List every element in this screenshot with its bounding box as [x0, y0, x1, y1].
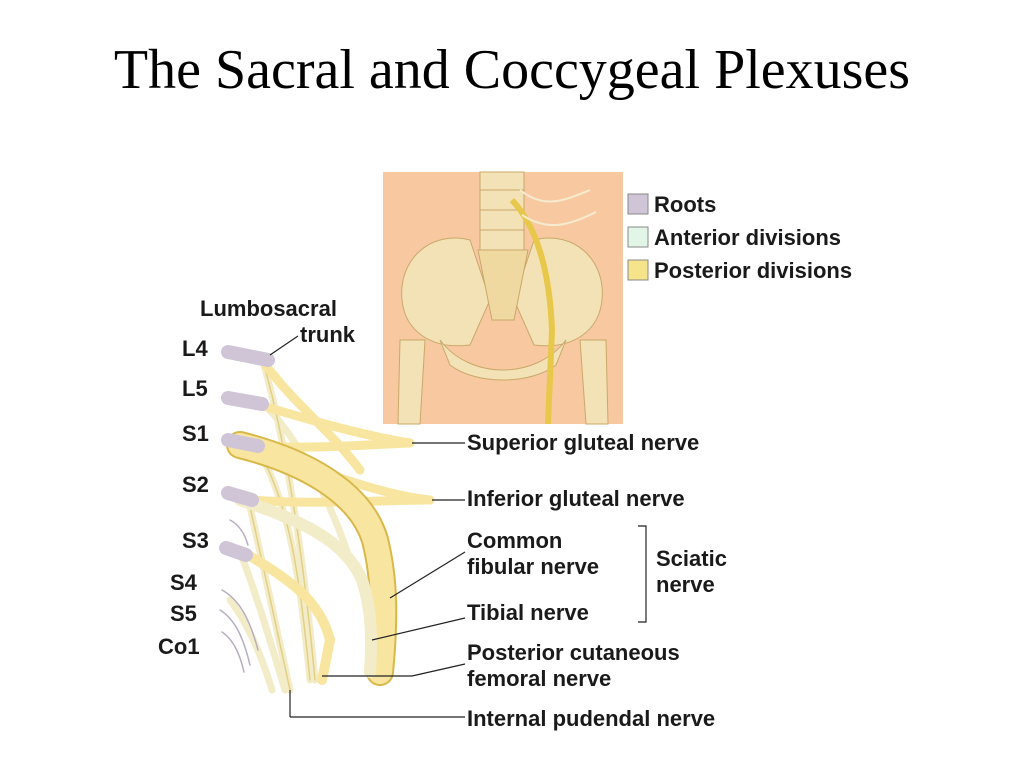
- pubic-arch: [439, 339, 567, 381]
- pelvis-illustration: [383, 171, 623, 425]
- root-label-l5: L5: [182, 376, 208, 401]
- legend-label-anterior: Anterior divisions: [654, 225, 841, 250]
- internal-pudendal-nerve-label: Internal pudendal nerve: [467, 706, 715, 731]
- legend-swatch-roots: [627, 193, 649, 215]
- root-label-l4: L4: [182, 336, 208, 361]
- pelvic-nerve: [509, 197, 556, 425]
- common-fibular-nerve-label-line1: Common: [467, 528, 562, 553]
- small-root-strands: [219, 519, 259, 673]
- root-label-s3: S3: [182, 528, 209, 553]
- superior-gluteal-nerve-label: Superior gluteal nerve: [467, 430, 699, 455]
- tibial-nerve-label: Tibial nerve: [467, 600, 589, 625]
- sciatic-trunk: [228, 433, 396, 684]
- legend-swatch-posterior: [627, 259, 649, 281]
- sciatic-nerve-label-line1: Sciatic: [656, 546, 727, 571]
- sacrum: [477, 249, 529, 321]
- lumbosacral-trunk-label-line1: Lumbosacral: [200, 296, 337, 321]
- sciatic-nerve-label-line2: nerve: [656, 572, 715, 597]
- left-iliac-wing: [401, 237, 491, 347]
- right-femur: [579, 339, 609, 425]
- posterior-cutaneous-femoral-nerve-label-line1: Posterior cutaneous: [467, 640, 680, 665]
- leader-lines: [269, 335, 647, 718]
- left-femur: [397, 339, 426, 425]
- root-segments: [219, 345, 275, 562]
- root-label-co1: Co1: [158, 634, 200, 659]
- common-fibular-nerve-label-line2: fibular nerve: [467, 554, 599, 579]
- page-title: The Sacral and Coccygeal Plexuses: [113, 39, 911, 101]
- root-label-s4: S4: [170, 570, 198, 595]
- vertebral-column: [479, 171, 525, 253]
- root-label-s5: S5: [170, 601, 197, 626]
- sciatic-bracket: [638, 525, 647, 623]
- legend-label-posterior: Posterior divisions: [654, 258, 852, 283]
- inferior-gluteal-nerve-label: Inferior gluteal nerve: [467, 486, 685, 511]
- root-label-s2: S2: [182, 472, 209, 497]
- posterior-cutaneous-strand: [240, 548, 336, 685]
- root-labels: L4 L5 S1 S2 S3 S4 S5 Co1: [158, 336, 209, 659]
- lumbosacral-trunk-label-line2: trunk: [300, 322, 356, 347]
- legend-swatch-anterior: [627, 226, 649, 248]
- posterior-cutaneous-femoral-nerve-label-line2: femoral nerve: [467, 666, 611, 691]
- root-label-s1: S1: [182, 421, 209, 446]
- nerve-plexus: [219, 345, 435, 694]
- tibial-strand: [234, 494, 378, 678]
- legend-label-roots: Roots: [654, 192, 716, 217]
- legend: Roots Anterior divisions Posterior divis…: [627, 192, 852, 283]
- nerve-labels: Lumbosacral trunk Superior gluteal nerve…: [200, 296, 727, 731]
